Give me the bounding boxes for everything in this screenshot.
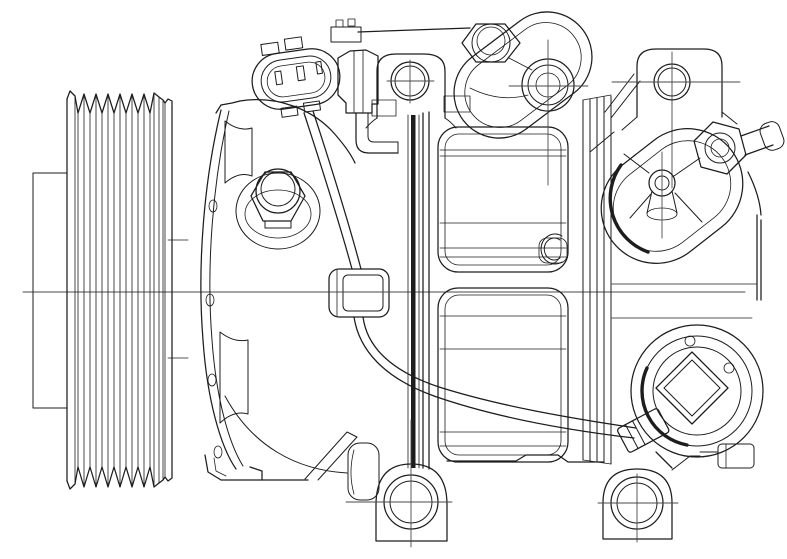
harness-clamp [328, 268, 390, 318]
top-right-mounting-lug [604, 48, 741, 189]
suction-center-boss [646, 151, 678, 239]
harness-plug [617, 408, 670, 453]
housing-joint-line [407, 114, 420, 469]
connector-pin [315, 60, 323, 75]
bottom-center-mounting-lug [345, 419, 453, 548]
suction-port-flange [600, 128, 744, 264]
discharge-hex-bolt [461, 23, 521, 63]
electrical-connector-3-pin [251, 18, 399, 154]
clutch-hex-nut-boss [235, 168, 321, 250]
pulley-shaft-outline [32, 172, 68, 409]
cylinder-block-panels [422, 111, 569, 470]
pulley-groove-lines [77, 93, 155, 487]
wire-harness [303, 110, 670, 453]
discharge-port-boss [508, 39, 589, 186]
connector-pin [274, 70, 284, 86]
discharge-port-flange [453, 11, 593, 186]
control-valve-connector [630, 324, 764, 458]
poly-v-belt-pulley [66, 90, 189, 490]
connector-bracket [330, 18, 399, 154]
front-housing [200, 99, 380, 501]
flange-webs [623, 153, 703, 223]
connector-pin [295, 65, 306, 82]
valve-square-plug [655, 351, 729, 425]
body-top-edge [357, 27, 471, 33]
bottom-right-mounting-lug [597, 468, 679, 543]
